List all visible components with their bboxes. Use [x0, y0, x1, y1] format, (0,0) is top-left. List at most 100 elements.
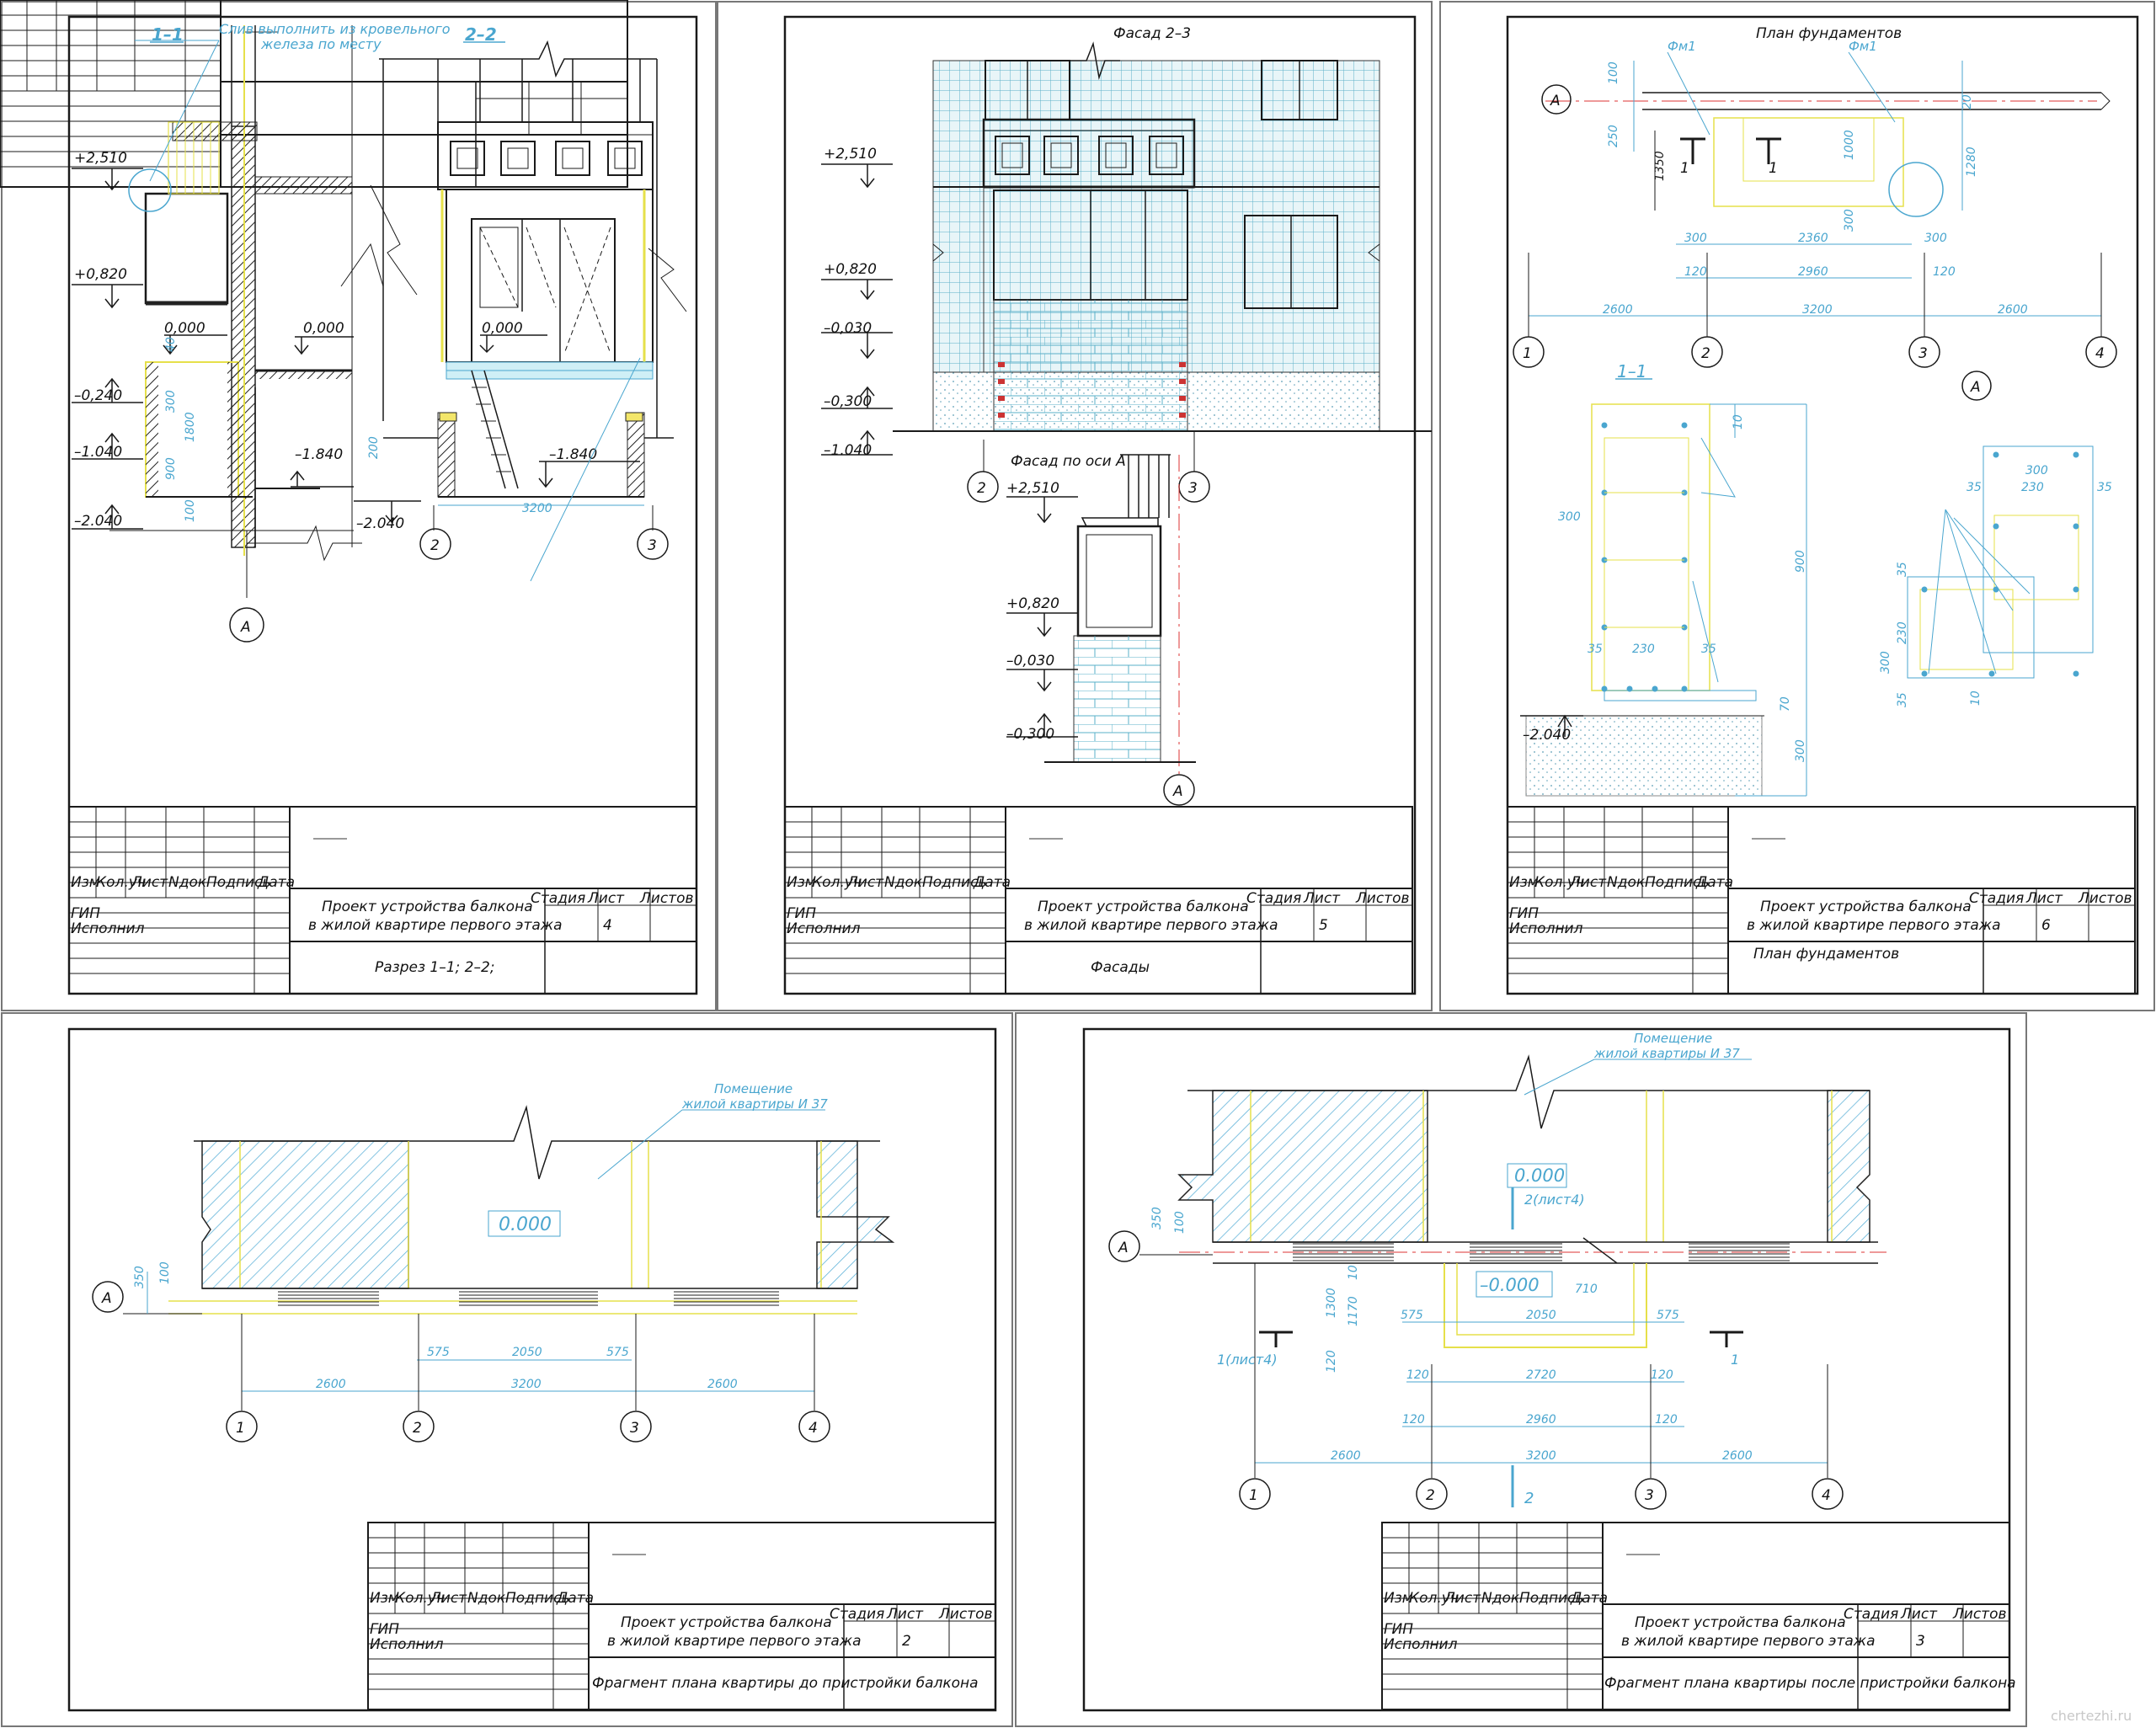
dimension: 230 — [2021, 481, 2044, 494]
plan-title: План фундаментов — [1756, 25, 1902, 42]
cut-mark-label: 1 — [1731, 1352, 1739, 1368]
level-mark: –1.840 — [295, 446, 343, 463]
svg-text:Лист: Лист — [846, 874, 884, 891]
level-mark: +2,510 — [74, 150, 127, 167]
level-mark: +0,820 — [824, 261, 877, 278]
svg-text:Кол.уч: Кол.уч — [395, 1590, 445, 1607]
level-mark: 0,000 — [482, 320, 523, 337]
section-2-label: 2–2 — [465, 24, 497, 45]
facade-title: Фасад 2–3 — [1113, 25, 1191, 42]
axis-bubble-label: 1 — [1523, 345, 1532, 362]
level-mark: –0,300 — [824, 393, 872, 410]
level-mark: –2.040 — [74, 513, 122, 530]
section-1-label: 1–1 — [152, 24, 184, 45]
level-mark: 0,000 — [164, 320, 205, 337]
floor-level-label: –0.000 — [1480, 1275, 1540, 1295]
svg-text:Листов: Листов — [1952, 1606, 2007, 1623]
dimension: 1300 — [1325, 1288, 1338, 1318]
dimension: 35 — [1701, 643, 1716, 656]
svg-text:Листов: Листов — [1355, 890, 1410, 907]
dimension: 100 — [1607, 61, 1620, 84]
svg-text:ГИП: ГИП — [370, 1621, 399, 1638]
svg-text:ГИП: ГИП — [787, 905, 816, 922]
svg-text:ГИП: ГИП — [1509, 905, 1539, 922]
dimension: 2600 — [1331, 1449, 1361, 1463]
svg-text:Стадия: Стадия — [1844, 1606, 1898, 1623]
level-mark: –2.040 — [356, 515, 404, 532]
dimension: 2600 — [707, 1378, 738, 1391]
dimension: 35 — [1896, 562, 1909, 577]
dimension: 120 — [1933, 265, 1956, 279]
svg-text:Стадия: Стадия — [830, 1606, 884, 1623]
svg-text:Лист: Лист — [1303, 890, 1341, 907]
dimension: 100 — [184, 499, 197, 522]
sheet-caption: План фундаментов — [1753, 946, 1899, 963]
sheet-3-plan-after: 0.000 –0.000 Помещение жилой квартиры И … — [1108, 1031, 1886, 1510]
dimension: 1280 — [1965, 147, 1978, 177]
cut-mark-label: 1 — [1769, 160, 1778, 177]
dimension: 1350 — [1653, 151, 1667, 181]
axis-bubble-label: А — [240, 619, 251, 636]
svg-text:Листов: Листов — [639, 890, 694, 907]
dimension: 300 — [1794, 739, 1807, 762]
svg-text:Стадия: Стадия — [531, 890, 585, 907]
axis-bubble-label: 1 — [1249, 1487, 1258, 1504]
sheet-4-sections: 1–1 Слив выполнить из кровельного железа… — [72, 21, 687, 643]
dimension: 900 — [164, 457, 178, 480]
sheet-number: 2 — [902, 1633, 911, 1650]
axis-bubble-label: А — [1172, 783, 1183, 800]
svg-text:Дата: Дата — [973, 874, 1011, 891]
dimension: 120 — [1402, 1413, 1425, 1427]
svg-text:Проект устройства балкона: Проект устройства балкона — [1635, 1614, 1846, 1631]
level-mark: +2,510 — [1006, 480, 1059, 497]
svg-text:Лист: Лист — [131, 874, 168, 891]
dimension: 200 — [367, 436, 381, 459]
svg-text:Изм: Изм — [370, 1590, 399, 1607]
level-mark: –1.040 — [74, 444, 122, 461]
dimension: 70 — [1779, 696, 1792, 712]
dimension: 35 — [2097, 481, 2112, 494]
dimension: 40 — [164, 337, 178, 352]
dimension: 2600 — [1722, 1449, 1753, 1463]
dimension: 20 — [1961, 94, 1974, 109]
svg-text:Исполнил: Исполнил — [71, 920, 145, 937]
sheet-number: 5 — [1319, 917, 1328, 934]
dimension: 300 — [2025, 464, 2048, 477]
svg-text:Подпись: Подпись — [922, 874, 986, 891]
axis-bubble-label: 2 — [430, 537, 440, 554]
axis-bubble-label: 3 — [630, 1420, 639, 1437]
svg-text:Лист: Лист — [2025, 890, 2063, 907]
dimension: 35 — [1588, 643, 1603, 656]
level-mark: –1.840 — [549, 446, 597, 463]
dimension: 35 — [1967, 481, 1982, 494]
svg-text:ГИП: ГИП — [71, 905, 100, 922]
watermark: chertezhi.ru — [2051, 1708, 2132, 1724]
dimension: 3200 — [1526, 1449, 1556, 1463]
svg-text:Проект устройства балкона: Проект устройства балкона — [1760, 899, 1972, 915]
dimension: 120 — [1651, 1368, 1673, 1382]
svg-text:Листов: Листов — [938, 1606, 993, 1623]
axis-bubble-label: 4 — [808, 1420, 818, 1437]
dimension: 100 — [1173, 1211, 1187, 1234]
svg-text:Изм: Изм — [1509, 874, 1539, 891]
dimension: 300 — [1558, 510, 1581, 524]
dimension: 120 — [1325, 1350, 1338, 1373]
svg-text:Кол.уч: Кол.уч — [812, 874, 862, 891]
dimension: 2600 — [1603, 303, 1633, 317]
svg-text:Лист: Лист — [1569, 874, 1607, 891]
dimension: 2050 — [1526, 1309, 1556, 1322]
svg-text:Подпись: Подпись — [206, 874, 270, 891]
axis-bubble-label: 3 — [648, 537, 657, 554]
svg-text:Nдок: Nдок — [884, 874, 923, 891]
axis-bubble-label: 2 — [1701, 345, 1710, 362]
svg-text:Nдок: Nдок — [467, 1590, 506, 1607]
dimension: 1000 — [1843, 130, 1856, 160]
sheet-caption: Фрагмент плана квартиры после пристройки… — [1604, 1675, 2016, 1692]
dimension: 350 — [1150, 1207, 1164, 1229]
svg-text:Nдок: Nдок — [1481, 1590, 1520, 1607]
svg-text:Кол.уч: Кол.уч — [96, 874, 146, 891]
axis-bubble-label: А — [1550, 93, 1561, 109]
